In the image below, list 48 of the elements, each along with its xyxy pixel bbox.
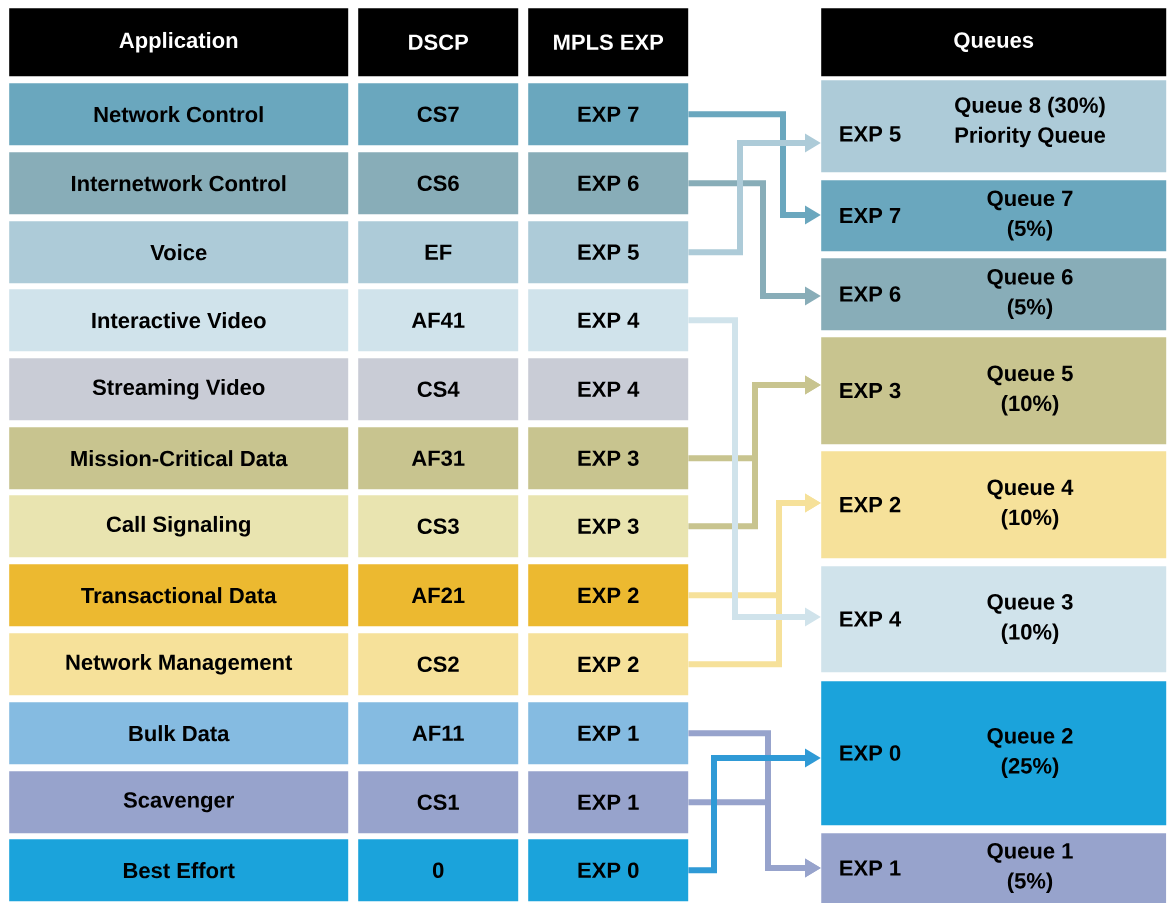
table-cell: EXP 1 [528,771,689,834]
table-cell: CS6 [358,152,519,215]
table-cell: Call Signaling [9,495,349,558]
table-cell: CS2 [358,633,519,696]
table-cell: EXP 1 [528,702,689,765]
queue-box: EXP 3 Queue 5 (10%) [821,337,1167,445]
table-cell: Network Management [9,633,349,696]
table-cell: EXP 3 [528,427,689,490]
table-cell: EXP 5 [528,221,689,284]
table-cell: AF31 [358,427,519,490]
header-cell: MPLS EXP [528,8,689,77]
header-cell: Application [9,8,349,77]
table-cell: EXP 3 [528,495,689,558]
table-cell: AF41 [358,289,519,352]
table-cell: EXP 6 [528,152,689,215]
table-cell: EXP 4 [528,358,689,421]
table-cell: Streaming Video [9,358,349,421]
table-cell: Transactional Data [9,564,349,627]
table-cell: CS4 [358,358,519,421]
header-cell: DSCP [358,8,519,77]
queue-box: EXP 2 Queue 4 (10%) [821,451,1167,559]
table-cell: EXP 2 [528,564,689,627]
queue-box: EXP 0 Queue 2 (25%) [821,681,1167,826]
table-cell: AF21 [358,564,519,627]
table-cell: Bulk Data [9,702,349,765]
header-cell: Queues [821,8,1167,77]
table-cell: Mission-Critical Data [9,427,349,490]
table-cell: Scavenger [9,771,349,834]
queue-box: EXP 4 Queue 3 (10%) [821,566,1167,673]
table-cell: EXP 4 [528,289,689,352]
table-cell: Best Effort [9,839,349,902]
table-cell: Interactive Video [9,289,349,352]
queue-box: EXP 5 Queue 8 (30%) Priority Queue [821,80,1167,173]
table-cell: EXP 7 [528,83,689,146]
table-cell: Voice [9,221,349,284]
table-cell: AF11 [358,702,519,765]
table-cell: Network Control [9,83,349,146]
queue-box: EXP 1 Queue 1 (5%) [821,833,1167,903]
table-cell: EF [358,221,519,284]
table-cell: 0 [358,839,519,902]
table-cell: CS7 [358,83,519,146]
queue-box: EXP 7 Queue 7 (5%) [821,180,1167,252]
table-cell: EXP 2 [528,633,689,696]
table-cell: EXP 0 [528,839,689,902]
queue-box: EXP 6 Queue 6 (5%) [821,258,1167,331]
table-cell: CS3 [358,495,519,558]
table-cell: Internetwork Control [9,152,349,215]
table-cell: CS1 [358,771,519,834]
